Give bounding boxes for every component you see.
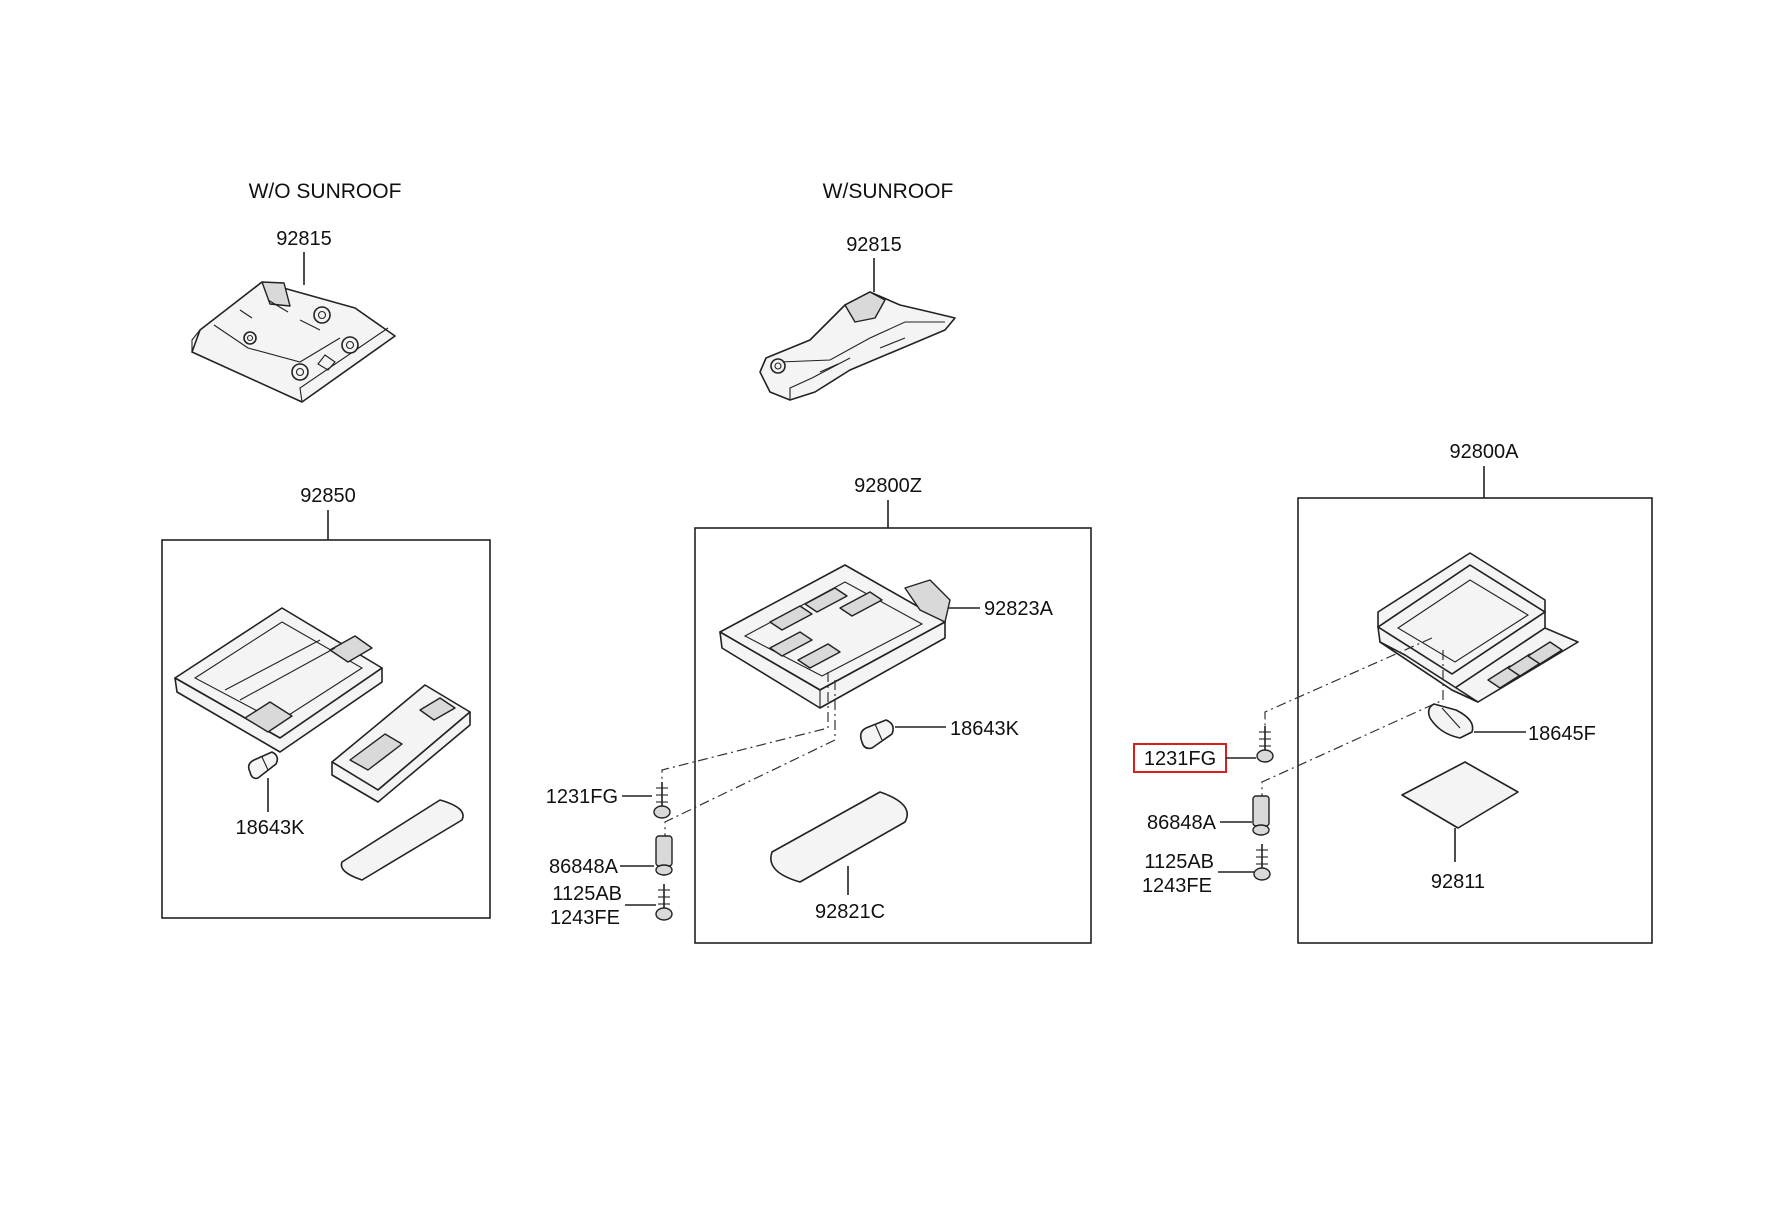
lamp-lens-a[interactable] [340,799,464,881]
part-label-lens-c[interactable]: 92811 [1431,871,1485,893]
lens-c[interactable] [1401,761,1519,829]
section-title-with-sunroof: W/SUNROOF [823,180,954,203]
screw-c3[interactable] [1253,844,1271,881]
part-label-console-c[interactable]: 92800A [1450,441,1520,463]
part-label-screw-c1[interactable]: 1231FG [1144,748,1216,770]
part-label-housing-b[interactable]: 92823A [984,598,1054,620]
bracket-part-b[interactable]: 92815 [759,234,956,401]
screw-b2[interactable] [655,835,673,876]
part-label-screw-b3a[interactable]: 1125AB [552,883,622,905]
bulb-a[interactable] [247,751,279,812]
part-label-screw-b1[interactable]: 1231FG [546,786,618,808]
part-label-lens-b[interactable]: 92821C [815,901,885,923]
part-label-lamp-a[interactable]: 92850 [300,485,356,507]
part-label-screw-c2[interactable]: 86848A [1147,812,1217,834]
part-label-screw-b2[interactable]: 86848A [549,856,619,878]
part-label-screw-b3b[interactable]: 1243FE [550,907,620,929]
assembly-box-92850: 92850 18643K [161,485,491,919]
assembly-box-92800z: 92800Z 92823A 18643K [661,475,1092,944]
lamp-housing-a[interactable] [174,607,383,753]
screw-c1[interactable] [1256,726,1274,763]
assembly-box-92800a: 92800A 18645F 92811 [1261,441,1653,944]
console-housing-c[interactable] [1377,552,1579,703]
assembly-line-b1 [661,672,829,782]
part-label-bulb-a[interactable]: 18643K [236,817,306,839]
console-housing-b[interactable] [719,564,951,709]
assembly-line-c1 [1264,637,1433,726]
lamp-lens-holder-a[interactable] [331,684,471,803]
assembly-line-b2 [664,680,836,836]
section-title-without-sunroof: W/O SUNROOF [249,180,402,203]
bulb-b[interactable] [859,719,894,750]
bracket-part-a[interactable]: 92815 [191,228,396,403]
bulb-c[interactable] [1427,703,1474,739]
part-label-console-b[interactable]: 92800Z [854,475,922,497]
part-label-screw-c3a[interactable]: 1125AB [1144,851,1214,873]
screw-b3[interactable] [655,884,673,921]
part-label-bracket-a[interactable]: 92815 [276,228,332,250]
part-label-bulb-c[interactable]: 18645F [1528,723,1596,745]
screw-c2[interactable] [1252,795,1270,836]
part-label-bulb-b[interactable]: 18643K [950,718,1020,740]
part-label-bracket-b[interactable]: 92815 [846,234,902,256]
screw-b1[interactable] [653,782,671,819]
assembly-line-c2 [1261,650,1444,796]
lens-b[interactable] [770,791,908,883]
part-label-screw-c3b[interactable]: 1243FE [1142,875,1212,897]
